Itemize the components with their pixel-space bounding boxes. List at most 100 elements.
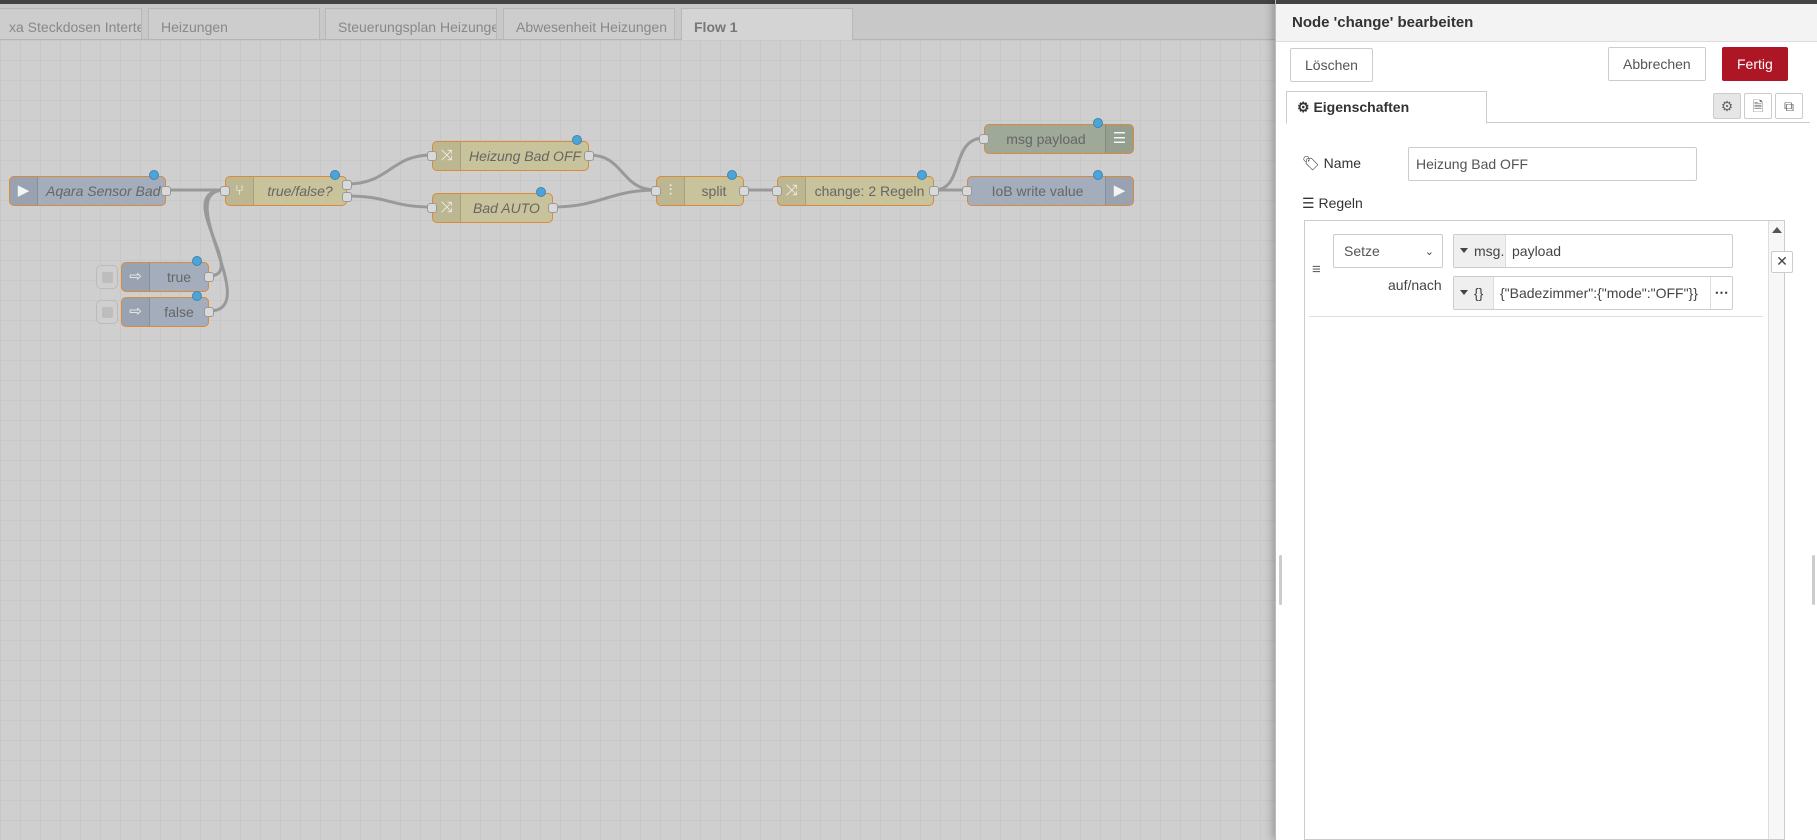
status-dot <box>536 187 546 197</box>
delete-button[interactable]: Löschen <box>1290 48 1373 82</box>
wire <box>552 188 657 209</box>
tab-steckdosen[interactable]: xa Steckdosen Intertechno <box>0 8 142 39</box>
node-aqara-sensor[interactable]: ▶ Aqara Sensor Bad <box>9 170 171 206</box>
node-label: change: 2 Regeln <box>814 183 925 199</box>
output-arrow-icon: ▶ <box>1105 177 1133 205</box>
flow-canvas[interactable]: ▶ Aqara Sensor Bad ⑂ true/false? ⤨ Heizu… <box>0 40 1280 840</box>
inject-button[interactable] <box>96 300 118 324</box>
output-port-1[interactable] <box>342 180 352 190</box>
output-port[interactable] <box>161 186 171 196</box>
input-port[interactable] <box>220 186 230 196</box>
wire <box>205 188 229 313</box>
status-dot <box>917 170 927 180</box>
node-msg-payload-debug[interactable]: msg payload ☰ <box>979 118 1134 154</box>
rule-action-value: Setze <box>1344 243 1380 259</box>
tray-scrollbar[interactable] <box>1812 555 1815 605</box>
rules-scrollbar[interactable] <box>1768 221 1784 839</box>
rule-value-input[interactable]: {} {"Badezimmer":{"mode":"OFF"}} ⋯ <box>1453 276 1733 310</box>
status-dot <box>572 135 582 145</box>
rule-action-select[interactable]: Setze ⌄ <box>1333 234 1443 268</box>
input-port[interactable] <box>979 134 989 144</box>
top-bar <box>0 0 1817 4</box>
node-iob-write-value[interactable]: IoB write value ▶ <box>962 170 1134 206</box>
node-true-false-switch[interactable]: ⑂ true/false? <box>220 170 352 206</box>
wire <box>346 194 433 209</box>
done-button[interactable]: Fertig <box>1722 47 1788 81</box>
input-port[interactable] <box>962 186 972 196</box>
input-port[interactable] <box>651 186 661 196</box>
output-port[interactable] <box>929 186 939 196</box>
rule-target-type-select[interactable]: msg. <box>1454 235 1506 267</box>
gear-icon: ⚙ <box>1297 99 1310 115</box>
tab-properties[interactable]: ⚙ Eigenschaften <box>1286 91 1487 124</box>
status-dot <box>1093 118 1103 128</box>
appearance-frame-icon[interactable]: ⧉ <box>1775 93 1803 119</box>
output-port[interactable] <box>204 307 214 317</box>
output-port-2[interactable] <box>342 192 352 202</box>
node-label: Aqara Sensor Bad <box>46 183 161 199</box>
shuffle-icon: ⤨ <box>778 177 806 205</box>
edit-tray: Node 'change' bearbeiten Löschen Abbrech… <box>1275 0 1817 840</box>
input-port[interactable] <box>427 203 437 213</box>
remove-rule-icon[interactable]: ✕ <box>1771 251 1793 273</box>
node-heizung-bad-off[interactable]: ⤨ Heizung Bad OFF <box>427 135 594 171</box>
input-arrow-icon: ▶ <box>10 177 38 205</box>
node-label: false <box>164 304 194 320</box>
split-icon: ⫶ <box>657 177 685 205</box>
tray-tabs: ⚙ Eigenschaften ⚙ 🗎 ⧉ <box>1286 91 1810 124</box>
inject-arrow-icon: ⇨ <box>122 298 150 326</box>
status-dot <box>192 256 202 266</box>
status-dot <box>1093 170 1103 180</box>
node-inject-false[interactable]: ⇨ false <box>96 291 214 327</box>
node-label: true <box>166 269 192 285</box>
rule-value-text: {"Badezimmer":{"mode":"OFF"}} <box>1500 285 1698 301</box>
tab-heizungen[interactable]: Heizungen <box>148 8 320 39</box>
shuffle-icon: ⤨ <box>433 142 461 170</box>
rule-value-type: {} <box>1474 285 1484 301</box>
list-icon: ☰ <box>1302 195 1315 211</box>
status-dot <box>330 170 340 180</box>
output-port[interactable] <box>584 151 594 161</box>
rule-row: ≡ Setze ⌄ msg. payload auf/nach {} {"Bad… <box>1309 221 1793 317</box>
tab-abwesenheit[interactable]: Abwesenheit Heizungen <box>503 8 675 39</box>
drag-handle-icon[interactable]: ≡ <box>1312 261 1321 278</box>
output-port[interactable] <box>204 272 214 282</box>
tab-flow-1[interactable]: Flow 1 <box>681 8 853 40</box>
output-port[interactable] <box>548 203 558 213</box>
tray-title: Node 'change' bearbeiten <box>1276 4 1817 42</box>
node-label: IoB write value <box>991 183 1084 199</box>
cancel-button[interactable]: Abbrechen <box>1608 47 1706 81</box>
node-bad-auto[interactable]: ⤨ Bad AUTO <box>427 187 558 223</box>
chevron-down-icon: ⌄ <box>1424 246 1434 258</box>
rule-to-label: auf/nach <box>1388 277 1442 293</box>
inject-button[interactable] <box>96 265 118 289</box>
workspace-tabs: xa Steckdosen Intertechno Heizungen Steu… <box>0 4 1280 40</box>
expand-editor-icon[interactable]: ⋯ <box>1710 277 1732 309</box>
tray-resize-handle[interactable] <box>1279 555 1282 605</box>
settings-gear-icon[interactable]: ⚙ <box>1713 93 1741 119</box>
node-split[interactable]: ⫶ split <box>651 170 749 206</box>
node-label: split <box>701 183 727 199</box>
tab-steuerungsplan[interactable]: Steuerungsplan Heizungen <box>325 8 497 39</box>
input-port[interactable] <box>772 186 782 196</box>
rule-value-type-select[interactable]: {} <box>1454 277 1494 309</box>
caret-down-icon <box>1460 248 1468 253</box>
node-inject-true[interactable]: ⇨ true <box>96 256 214 292</box>
rules-list: ≡ Setze ⌄ msg. payload auf/nach {} {"Bad… <box>1304 220 1793 840</box>
node-label: msg payload <box>1006 131 1086 147</box>
status-dot <box>727 170 737 180</box>
input-port[interactable] <box>427 151 437 161</box>
rule-target-value: payload <box>1512 243 1562 259</box>
wires <box>166 136 985 313</box>
node-change-2-regeln[interactable]: ⤨ change: 2 Regeln <box>772 170 939 206</box>
status-dot <box>149 170 159 180</box>
inject-arrow-icon: ⇨ <box>122 263 150 291</box>
name-input[interactable] <box>1408 147 1697 181</box>
tab-properties-label: Eigenschaften <box>1313 99 1410 115</box>
name-label: 🏷︎ Name <box>1302 155 1362 171</box>
output-port[interactable] <box>739 186 749 196</box>
rule-target-input[interactable]: msg. payload <box>1453 234 1733 268</box>
tray-top-bar <box>1276 0 1817 4</box>
description-doc-icon[interactable]: 🗎 <box>1744 93 1772 119</box>
scroll-up-icon[interactable] <box>1772 227 1782 233</box>
